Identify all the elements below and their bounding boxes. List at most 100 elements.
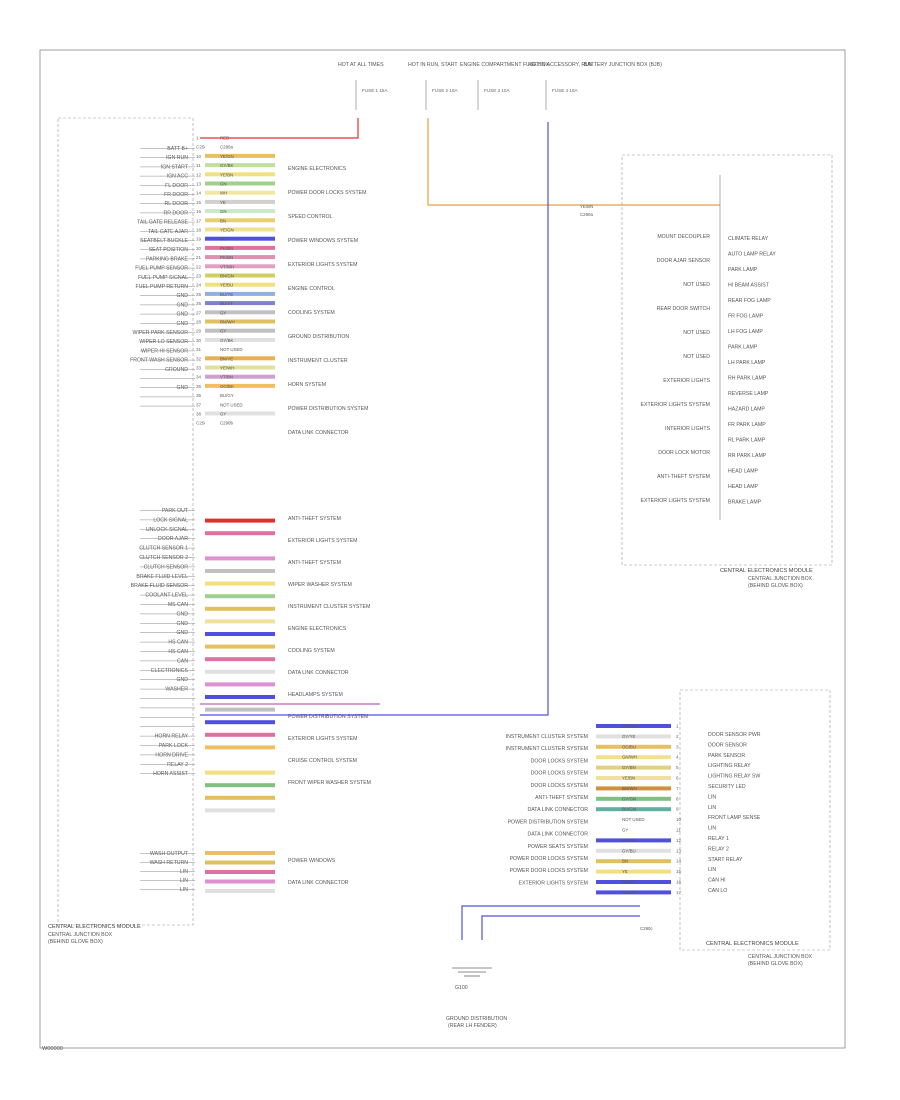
left-system-label: GROUND DISTRIBUTION [288,334,349,340]
left-bottom-wire-segment [205,860,275,865]
left-wire-segment [205,255,275,260]
left-mid-wire-segment [205,543,275,548]
left-pin-label: PARK LOCK [159,743,189,749]
left-wire-label: GN [220,182,227,187]
left-pin-label: GND [176,677,188,683]
right-lower-wire-pin: 17 [676,890,682,895]
right-lower-pin-label: LIGHTING RELAY [708,763,751,769]
left-wire-segment [205,319,275,324]
left-wire-segment [205,236,275,241]
left-wire-pin: 30 [196,338,202,343]
left-wire-pin: 29 [196,329,202,334]
right-upper-module-outline [621,154,833,566]
left-pin-label: GND [176,321,188,327]
left-mid-wire-segment [205,695,275,699]
left-wire-pin: 11 [196,163,201,168]
right-lower-wire-segment [596,724,671,728]
left-wire-label: GN [220,209,227,214]
left-wire-segment [205,227,275,232]
source-label: HOT AT ALL TIMES [338,62,384,68]
left-mid-wire-segment [205,606,275,611]
source-label: BATTERY JUNCTION BOX (BJB) [584,62,662,68]
right-lower-wire-pin: 8 [676,796,679,801]
left-mid-system-label: ANTI-THEFT SYSTEM [288,516,341,522]
left-wire-segment [205,328,275,333]
right-upper-title: CENTRAL ELECTRONICS MODULE [720,568,813,574]
left-pin-label: COOLANT LEVEL [145,593,188,599]
right-lower-wire-pin: 10 [676,817,682,822]
source-label: HOT IN ACCESSORY, RUN [528,62,593,68]
left-wire-pin: C250 [196,421,207,426]
right-lower-wire-label: YE [622,869,628,874]
left-wire-label: YE/BN [220,172,233,177]
left-wire-label: YE/GN [220,228,234,233]
right-lower-wire-label: GN/WH [622,755,637,760]
blue-bus-wire [200,122,549,716]
left-wire-pin: 28 [196,320,202,325]
left-pin-label: FUEL PUMP SENSOR [135,266,188,272]
left-mid-wire-segment [205,682,275,687]
left-mid-wire-segment [205,795,275,800]
left-wire-segment [205,172,275,177]
left-wire-segment [205,153,275,158]
right-lower-system-label: DATA LINK CONNECTOR [527,832,588,838]
right-lower-wire-label: OG/BU [622,744,636,749]
left-wire-pin: 27 [196,310,202,315]
right-upper-left-label: DOOR LOCK MOTOR [658,450,710,456]
left-pin-label: GND [176,293,188,299]
right-lower-wire-segment [596,869,671,874]
right-upper-right-label: HI BEAM ASSIST [728,283,770,289]
left-wire-pin: 21 [196,255,202,260]
left-pin-label: WASHER [165,687,188,693]
left-wire-segment [205,347,275,352]
right-lower-wire-label: GY/GN [622,796,636,801]
right-lower-system-label: POWER DOOR LOCKS SYSTEM [510,856,588,862]
left-wire-segment [205,365,275,370]
right-lower-system-label: ANTI-THEFT SYSTEM [535,795,588,801]
right-lower-wire-pin: 4 [676,755,679,760]
left-pin-label: GROUND [165,367,188,373]
left-wire-label: BU/YE [220,292,233,297]
ground-wire-2 [481,915,640,940]
fuse-label: FUSE 3 10A [484,88,510,93]
left-pin-label: HORN DRIVE [155,752,188,758]
left-wire-pin: 24 [196,283,202,288]
left-mid-system-label: EXTERIOR LIGHTS SYSTEM [288,538,357,544]
left-mid-wire-segment [205,531,275,536]
left-mid-system-label: FRONT WIPER WASHER SYSTEM [288,780,371,786]
left-mid-wire-segment [205,518,275,523]
right-upper-left-label: EXTERIOR LIGHTS [663,378,710,384]
right-lower-wire-pin: 15 [676,869,682,874]
right-lower-system-label: DATA LINK CONNECTOR [527,807,588,813]
left-mid-system-label: WIPER WASHER SYSTEM [288,582,352,588]
left-wire-pin: 35 [196,384,202,389]
right-lower-pin-label: RELAY 2 [708,846,729,852]
right-upper-right-label: LH PARK LAMP [728,360,766,366]
left-mid-wire-segment [205,569,275,573]
left-system-label: SPEED CONTROL [288,214,333,220]
left-wire-label: C290b [220,421,233,426]
left-wire-pin: 32 [196,356,202,361]
left-wire-segment [205,181,275,186]
right-upper-left-label: INTERIOR LIGHTS [665,426,711,432]
left-wire-segment [205,420,275,425]
left-wire-segment [205,402,275,407]
left-mid-wire-segment [205,644,275,649]
left-pin-label: LIN [180,869,188,875]
left-pin-label: SEAT POSITION [149,247,189,253]
left-pin-label: BATT B+ [167,146,188,152]
left-wire-segment [205,245,275,250]
left-wire-segment [205,374,275,379]
left-wire-label: GY/BK [220,338,233,343]
left-pin-label: CLUTCH SENSOR 2 [139,555,188,561]
right-lower-wire-pin: 14 [676,859,682,864]
left-wire-pin: 12 [196,172,202,177]
left-mid-system-label: DATA LINK CONNECTOR [288,670,349,676]
right-lower-wire-pin: 12 [676,838,682,843]
right-lower-wire-segment [596,796,671,801]
right-upper-left-label: DOOR AJAR SENSOR [657,258,711,264]
left-pin-label: GND [176,621,188,627]
